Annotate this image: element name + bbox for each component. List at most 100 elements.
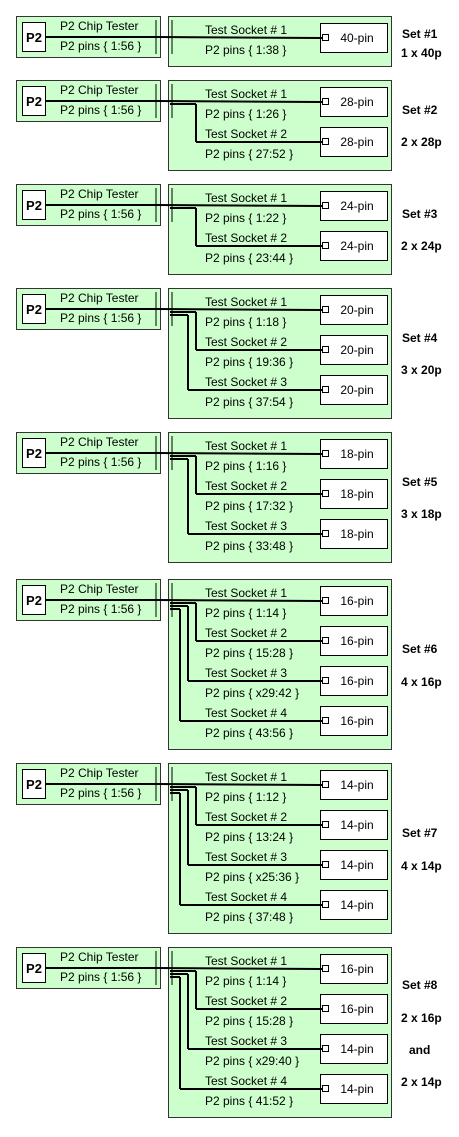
socket-size-box: 14-pin	[320, 810, 388, 840]
socket-pins: P2 pins { 43:56 }	[205, 726, 294, 740]
socket-pin-marker	[322, 450, 329, 457]
chip-tester-title: P2 Chip Tester	[60, 435, 139, 449]
socket-pins: P2 pins { 37:54 }	[205, 395, 294, 409]
p2-badge: P2	[22, 438, 46, 468]
socket-title: Test Socket # 3	[205, 1034, 288, 1048]
socket-pins: P2 pins { 1:22 }	[205, 211, 287, 225]
socket-title: Test Socket # 2	[205, 626, 288, 640]
set-description: 4 x 16p	[401, 675, 442, 689]
set-label: Set #3	[402, 207, 438, 221]
set-label: Set #5	[402, 475, 438, 489]
socket-pin-marker	[322, 346, 329, 353]
socket-pins: P2 pins { x29:40 }	[205, 1054, 300, 1068]
socket-pins: P2 pins { 41:52 }	[205, 1094, 294, 1108]
socket-title: Test Socket # 2	[205, 479, 288, 493]
set-description: 2 x 14p	[401, 1075, 442, 1089]
chip-tester-pins: P2 pins { 1:56 }	[60, 103, 142, 117]
socket-pins: P2 pins { 17:32 }	[205, 499, 294, 513]
p2-badge: P2	[22, 22, 46, 52]
socket-pins: P2 pins { 1:26 }	[205, 107, 287, 121]
p2-badge: P2	[22, 769, 46, 799]
socket-title: Test Socket # 1	[205, 586, 288, 600]
socket-title: Test Socket # 3	[205, 519, 288, 533]
socket-title: Test Socket # 1	[205, 191, 288, 205]
p2-badge: P2	[22, 190, 46, 220]
socket-pin-marker	[322, 530, 329, 537]
socket-pins: P2 pins { 33:48 }	[205, 539, 294, 553]
set-description: 3 x 18p	[401, 507, 442, 521]
set-description: and	[409, 1043, 431, 1057]
socket-pin-marker	[322, 597, 329, 604]
socket-pin-marker	[322, 386, 329, 393]
set-label: Set #6	[402, 642, 438, 656]
socket-pin-marker	[322, 1045, 329, 1052]
chip-tester-title: P2 Chip Tester	[60, 582, 139, 596]
socket-title: Test Socket # 4	[205, 890, 288, 904]
socket-title: Test Socket # 1	[205, 770, 288, 784]
socket-pins: P2 pins { 37:48 }	[205, 910, 294, 924]
wire-socket-1	[155, 100, 323, 103]
socket-pins: P2 pins { 1:14 }	[205, 606, 287, 620]
socket-size-box: 20-pin	[320, 335, 388, 365]
socket-size-box: 28-pin	[320, 127, 388, 157]
socket-size-box: 18-pin	[320, 479, 388, 509]
socket-title: Test Socket # 4	[205, 1074, 288, 1088]
socket-size-box: 20-pin	[320, 295, 388, 325]
socket-size-box: 14-pin	[320, 850, 388, 880]
socket-pin-marker	[322, 242, 329, 249]
socket-title: Test Socket # 2	[205, 127, 288, 141]
set-description: 4 x 14p	[401, 859, 442, 873]
socket-pin-marker	[322, 98, 329, 105]
wire-socket-1	[155, 36, 323, 39]
socket-title: Test Socket # 4	[205, 706, 288, 720]
socket-title: Test Socket # 2	[205, 994, 288, 1008]
socket-title: Test Socket # 3	[205, 375, 288, 389]
chip-tester-title: P2 Chip Tester	[60, 83, 139, 97]
wire-socket-1	[155, 308, 323, 311]
socket-size-box: 14-pin	[320, 1034, 388, 1064]
socket-size-box: 20-pin	[320, 375, 388, 405]
chip-tester-pins: P2 pins { 1:56 }	[60, 455, 142, 469]
set-description: 2 x 24p	[401, 239, 442, 253]
socket-pin-marker	[322, 138, 329, 145]
socket-pins: P2 pins { 15:28 }	[205, 646, 294, 660]
socket-title: Test Socket # 1	[205, 87, 288, 101]
wire-socket-1	[155, 452, 323, 455]
socket-pins: P2 pins { 23:44 }	[205, 251, 294, 265]
socket-pin-marker	[322, 1085, 329, 1092]
chip-tester-pins: P2 pins { 1:56 }	[60, 39, 142, 53]
chip-tester-pins: P2 pins { 1:56 }	[60, 970, 142, 984]
set-label: Set #7	[402, 826, 438, 840]
socket-title: Test Socket # 1	[205, 954, 288, 968]
chip-tester-title: P2 Chip Tester	[60, 291, 139, 305]
wire-socket-1	[155, 599, 323, 602]
socket-size-box: 16-pin	[320, 626, 388, 656]
socket-pin-marker	[322, 306, 329, 313]
socket-title: Test Socket # 2	[205, 810, 288, 824]
socket-size-box: 24-pin	[320, 191, 388, 221]
wire-socket-1	[155, 783, 323, 786]
socket-pins: P2 pins { x29:42 }	[205, 686, 300, 700]
socket-pin-marker	[322, 717, 329, 724]
socket-pins: P2 pins { 19:36 }	[205, 355, 294, 369]
socket-size-box: 18-pin	[320, 519, 388, 549]
socket-pins: P2 pins { 1:18 }	[205, 315, 287, 329]
chip-tester-title: P2 Chip Tester	[60, 950, 139, 964]
socket-size-box: 24-pin	[320, 231, 388, 261]
socket-pins: P2 pins { 1:14 }	[205, 974, 287, 988]
socket-title: Test Socket # 3	[205, 666, 288, 680]
socket-pins: P2 pins { x25:36 }	[205, 870, 300, 884]
set-label: Set #4	[402, 331, 438, 345]
chip-tester-title: P2 Chip Tester	[60, 187, 139, 201]
socket-size-box: 16-pin	[320, 994, 388, 1024]
socket-title: Test Socket # 3	[205, 850, 288, 864]
socket-size-box: 14-pin	[320, 890, 388, 920]
chip-tester-pins: P2 pins { 1:56 }	[60, 311, 142, 325]
socket-size-box: 16-pin	[320, 666, 388, 696]
socket-pin-marker	[322, 781, 329, 788]
socket-pin-marker	[322, 1005, 329, 1012]
p2-badge: P2	[22, 953, 46, 983]
set-label: Set #1	[402, 27, 438, 41]
socket-size-box: 16-pin	[320, 706, 388, 736]
